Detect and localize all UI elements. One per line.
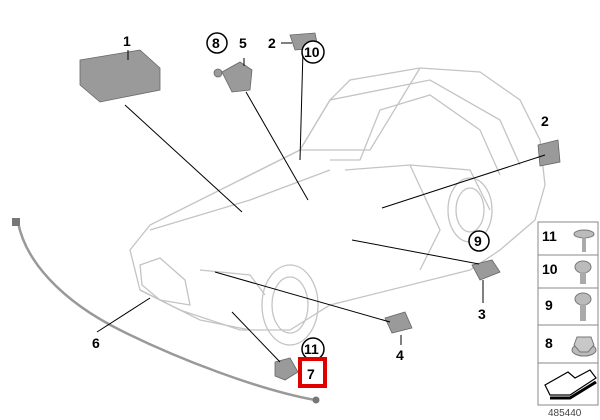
callout-6: 6 bbox=[92, 335, 100, 351]
callout-2-top: 2 bbox=[268, 35, 276, 51]
callout-5: 5 bbox=[239, 35, 247, 51]
diagram-number: 485440 bbox=[548, 408, 582, 419]
callout-3: 3 bbox=[478, 306, 486, 322]
leader-lines bbox=[96, 42, 546, 363]
callout-8: 8 bbox=[212, 35, 220, 51]
callout-11: 11 bbox=[304, 341, 319, 357]
callout-circle-10 bbox=[301, 40, 325, 64]
highlight-box bbox=[298, 357, 327, 388]
part-2-sensor-right bbox=[537, 139, 561, 167]
callout-7: 7 bbox=[307, 366, 315, 382]
legend-label-10: 10 bbox=[542, 261, 558, 277]
part-4-sensor bbox=[384, 311, 413, 334]
direction-arrow-icon bbox=[544, 369, 597, 396]
callout-9: 9 bbox=[474, 233, 482, 249]
part-5-sensor bbox=[213, 61, 253, 93]
car-outline bbox=[129, 67, 546, 346]
callout-circle-8 bbox=[206, 32, 228, 54]
part-1-control-unit bbox=[79, 49, 161, 103]
part-3-sensor bbox=[471, 259, 501, 281]
callout-10: 10 bbox=[304, 44, 320, 60]
arrow-shadow bbox=[550, 380, 597, 400]
callout-circle-9 bbox=[468, 230, 490, 252]
bolt-shank bbox=[580, 304, 586, 321]
legend-label-9: 9 bbox=[545, 297, 553, 313]
legend-label-8: 8 bbox=[545, 335, 553, 351]
bolt-shank bbox=[580, 272, 586, 284]
part-7-sensor bbox=[274, 357, 299, 381]
part-6-wire bbox=[12, 218, 320, 404]
callout-2-right: 2 bbox=[541, 113, 549, 129]
callout-4: 4 bbox=[396, 347, 404, 363]
legend-label-11: 11 bbox=[542, 228, 557, 244]
nut-hex bbox=[573, 336, 595, 353]
flat-head-screw-icon bbox=[573, 229, 595, 239]
callout-1: 1 bbox=[123, 33, 131, 49]
fastener-legend: 11 10 9 8 bbox=[537, 221, 599, 406]
torx-bolt-icon bbox=[574, 292, 592, 306]
screw-shank bbox=[582, 237, 586, 252]
torx-bolt-icon bbox=[574, 260, 592, 274]
